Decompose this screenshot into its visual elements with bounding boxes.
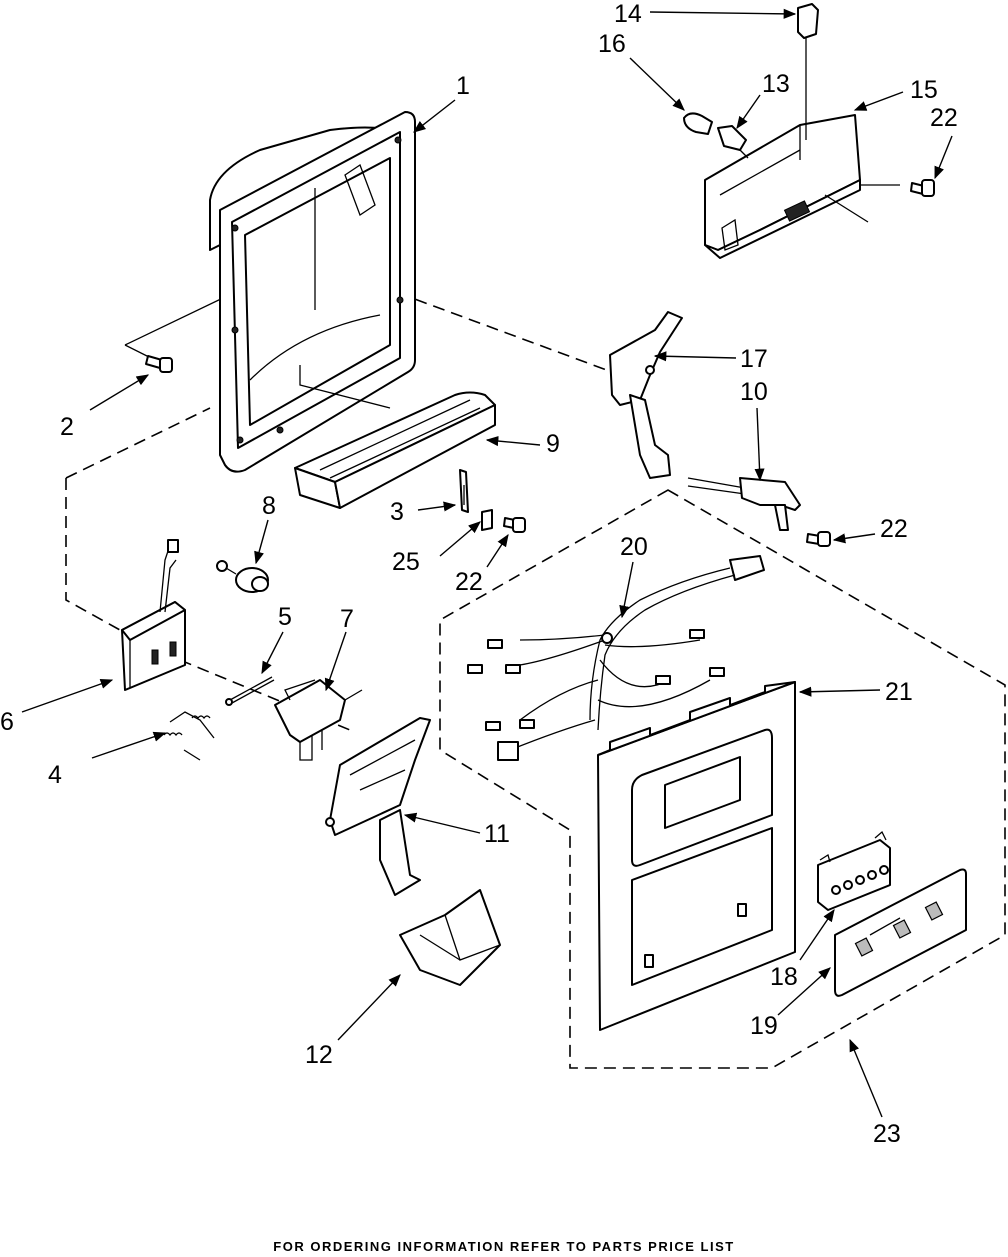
callout-13: 13 xyxy=(762,70,790,98)
ice-bucket-part xyxy=(400,890,500,985)
callout-7: 7 xyxy=(340,605,354,633)
callout-22-right: 22 xyxy=(880,515,908,543)
ordering-info-footer: FOR ORDERING INFORMATION REFER TO PARTS … xyxy=(0,1239,1008,1254)
retainer-part-25 xyxy=(482,510,492,530)
callout-9: 9 xyxy=(546,430,560,458)
callout-20: 20 xyxy=(620,533,648,561)
lever-part-10 xyxy=(688,478,800,530)
callout-21: 21 xyxy=(885,678,913,706)
screw-part-2 xyxy=(146,356,172,372)
control-switch-part xyxy=(818,832,890,910)
callout-18: 18 xyxy=(770,963,798,991)
callout-23: 23 xyxy=(873,1120,901,1148)
callout-6: 6 xyxy=(0,708,14,736)
actuator-part xyxy=(275,680,362,760)
screw-part-22-top xyxy=(911,180,934,196)
callout-11: 11 xyxy=(484,820,510,848)
callout-8: 8 xyxy=(262,492,276,520)
lamp-bulb-part xyxy=(684,113,712,134)
switch-part xyxy=(798,4,818,140)
callout-3: 3 xyxy=(390,498,404,526)
dispenser-housing-part xyxy=(210,112,415,472)
callout-14: 14 xyxy=(614,0,642,28)
callout-25: 25 xyxy=(392,548,420,576)
callout-4: 4 xyxy=(48,761,62,789)
callout-16: 16 xyxy=(598,30,626,58)
callout-12: 12 xyxy=(305,1041,333,1069)
chute-lever-part xyxy=(326,718,430,895)
lamp-socket-part xyxy=(718,126,748,158)
callout-22-center: 22 xyxy=(455,568,483,596)
callout-19: 19 xyxy=(750,1012,778,1040)
lever-arm-part-17 xyxy=(610,312,682,478)
callout-15: 15 xyxy=(910,76,938,104)
callout-22-top: 22 xyxy=(930,104,958,132)
callout-1: 1 xyxy=(456,72,470,100)
front-panel-part xyxy=(598,682,795,1030)
screw-part-22-right xyxy=(807,532,830,546)
callout-10: 10 xyxy=(740,378,768,406)
callout-17: 17 xyxy=(740,345,768,373)
clip-part-3 xyxy=(460,470,468,512)
control-module-part xyxy=(122,540,185,690)
screw-part-22-center xyxy=(504,518,525,532)
callout-2: 2 xyxy=(60,413,74,441)
solenoid-part xyxy=(217,561,268,592)
spring-part xyxy=(164,712,214,760)
callout-5: 5 xyxy=(278,603,292,631)
